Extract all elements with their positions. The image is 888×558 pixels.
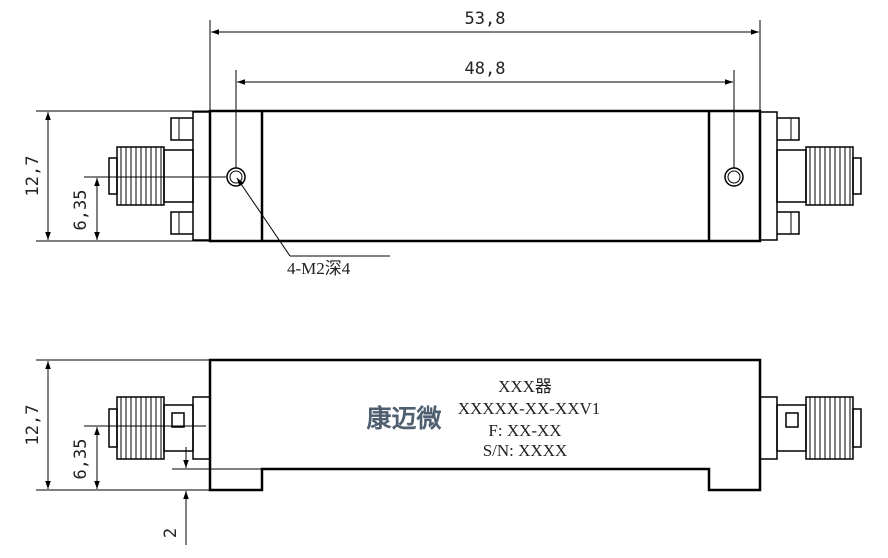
dim-hole-spacing: 48,8 — [235, 59, 735, 168]
dim-connector-center-side: 6,35 — [71, 425, 206, 489]
mounting-hole-left-icon — [226, 167, 246, 187]
left-connector-top-icon — [108, 111, 211, 241]
dim-hole-spacing-label: 48,8 — [465, 59, 506, 79]
dim-height-top-label: 12,7 — [23, 156, 43, 197]
dim-connector-center-side-label: 6,35 — [71, 439, 91, 480]
label-line-2: XXXXX-XX-XXV1 — [458, 399, 601, 418]
dim-overall-length-label: 53,8 — [465, 9, 506, 29]
left-connector-side-icon — [108, 396, 211, 460]
hole-callout: 4-M2深4 — [236, 177, 390, 278]
label-line-3: F: XX-XX — [488, 421, 561, 440]
dim-height-side-label: 12,7 — [23, 405, 43, 446]
dim-height-top: 12,7 — [23, 110, 209, 242]
label-line-1: XXX器 — [498, 377, 552, 396]
label-line-4: S/N: XXXX — [483, 441, 568, 460]
top-view-body — [208, 109, 762, 243]
dim-base-step: 2 — [161, 447, 261, 545]
mounting-hole-right-icon — [724, 167, 744, 187]
right-connector-top-icon — [759, 111, 862, 241]
side-view-body — [208, 358, 762, 492]
dim-base-step-label: 2 — [161, 528, 181, 538]
side-view: 康迈微 XXX器 XXXXX-XX-XXV1 F: XX-XX S/N: XXX… — [23, 358, 862, 545]
right-connector-side-icon — [759, 396, 862, 460]
dim-connector-center-top-label: 6,35 — [71, 190, 91, 231]
hole-callout-label: 4-M2深4 — [287, 259, 351, 278]
dim-height-side: 12,7 — [23, 359, 209, 491]
brand-logo-text: 康迈微 — [366, 404, 441, 433]
dim-overall-length: 53,8 — [209, 9, 761, 110]
top-view: 53,8 48,8 12,7 6,35 4-M2深4 — [23, 9, 862, 278]
dim-connector-center-top: 6,35 — [71, 176, 226, 240]
